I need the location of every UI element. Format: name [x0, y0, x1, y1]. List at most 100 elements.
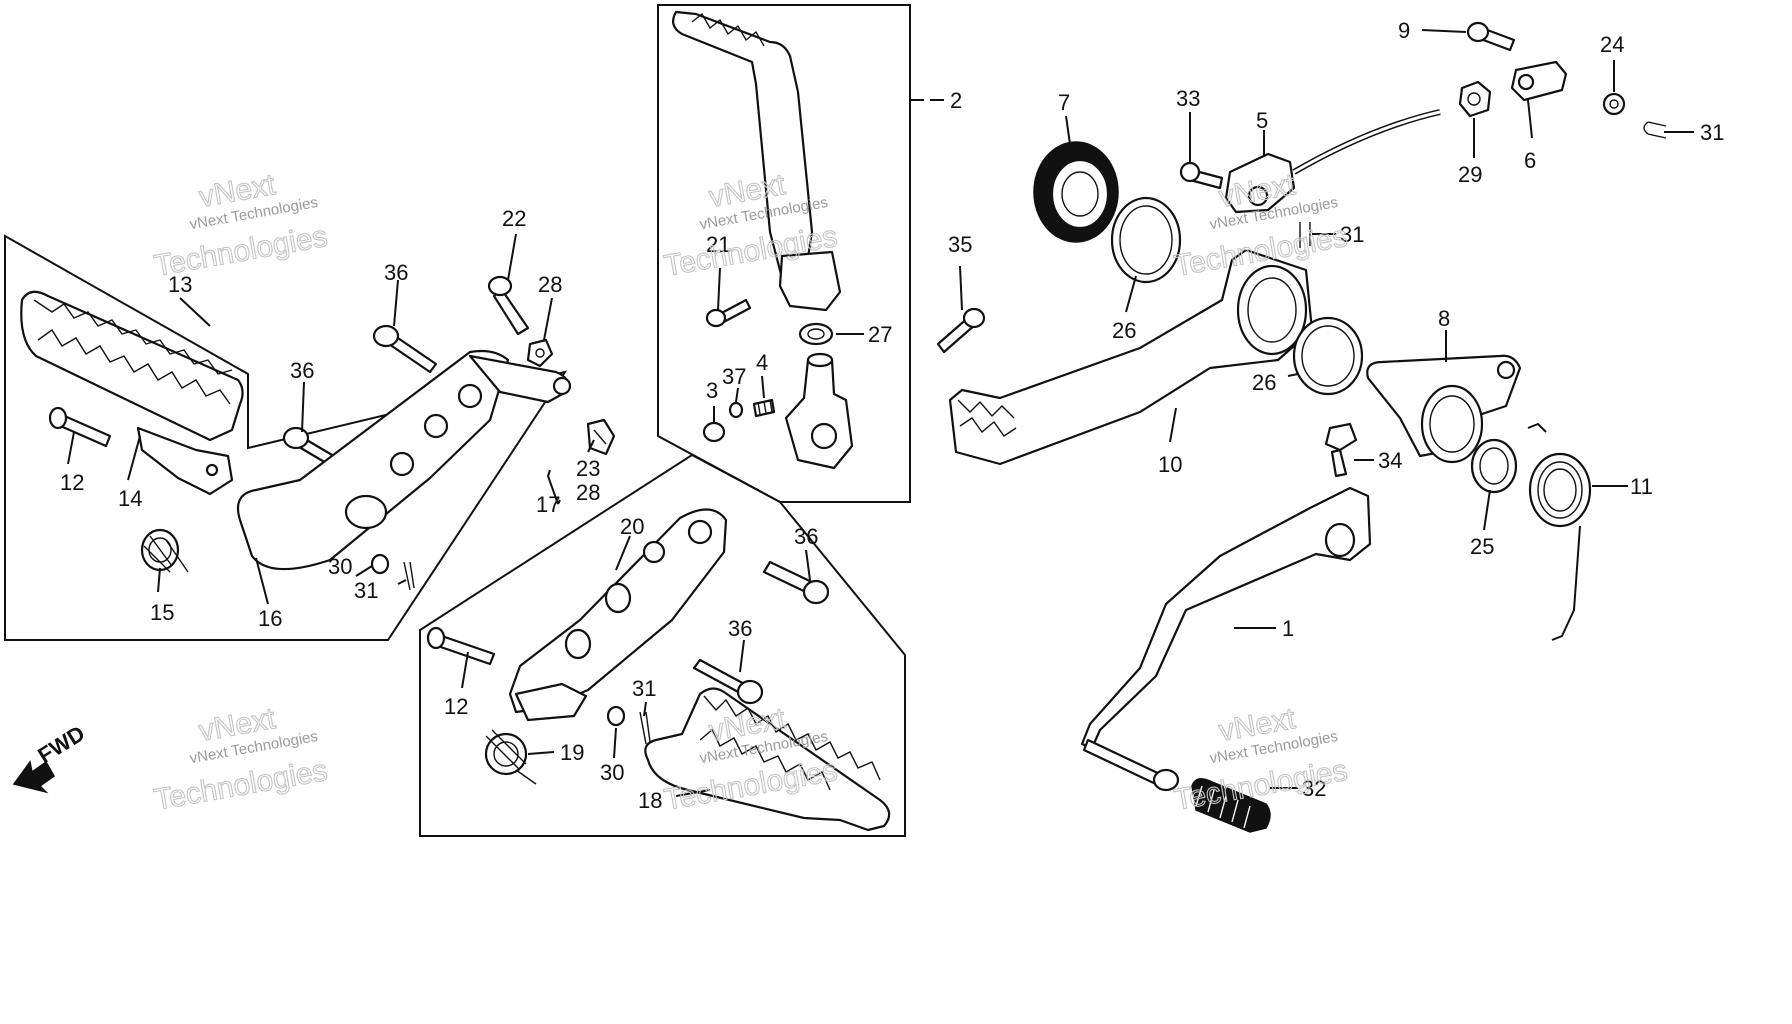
- callout-8: 8: [1438, 306, 1450, 331]
- spring-11: [1527, 422, 1592, 641]
- washer-27: [798, 322, 834, 346]
- bolt-35: [936, 307, 986, 354]
- svg-text:Technologies: Technologies: [152, 754, 330, 817]
- bolt-36-upper: [372, 324, 438, 374]
- callout-15: 15: [150, 600, 174, 625]
- callout-24: 24: [1600, 32, 1624, 57]
- oring-26-lower: [1292, 316, 1364, 396]
- callout-32: 32: [1302, 776, 1326, 801]
- seal-7: [1033, 141, 1119, 243]
- bolt-9: [1466, 21, 1516, 52]
- callout-34: 34: [1378, 448, 1402, 473]
- bolt-34: [1324, 422, 1358, 478]
- washer-3: [702, 421, 726, 443]
- callout-10: 10: [1158, 452, 1182, 477]
- spring-15: [140, 528, 189, 573]
- callout-23: 23: [576, 456, 600, 481]
- callout-36-upper: 36: [384, 260, 408, 285]
- callout-1: 1: [1282, 616, 1294, 641]
- shift-lever-1: [1080, 486, 1372, 792]
- callout-16: 16: [258, 606, 282, 631]
- callout-36-right-upper: 36: [794, 524, 818, 549]
- callout-11: 11: [1630, 474, 1653, 499]
- callout-5: 5: [1256, 108, 1268, 133]
- right-footpeg-group-frame: [419, 453, 906, 837]
- callout-31-mid: 31: [1340, 222, 1364, 247]
- washer-25: [1470, 438, 1518, 494]
- callout-4: 4: [756, 350, 768, 375]
- callout-28-lower: 28: [576, 480, 600, 505]
- step-bracket-20: [508, 508, 728, 722]
- fwd-arrow-icon: FWD: [12, 720, 89, 794]
- footpeg-bracket-14: [136, 426, 234, 496]
- cotter-31-mid: [1299, 222, 1311, 248]
- pin-12-left: [48, 406, 112, 448]
- callout-31-right: 31: [632, 676, 656, 701]
- callout-36-lower: 36: [290, 358, 314, 383]
- nut-29: [1458, 80, 1492, 118]
- nut-28-left: [526, 338, 554, 368]
- bolt-22: [487, 275, 530, 336]
- cotter-31-top: [1643, 121, 1667, 139]
- callout-17: 17: [536, 492, 560, 517]
- callout-30-right: 30: [600, 760, 624, 785]
- callout-35: 35: [948, 232, 972, 257]
- leader-lines: [67, 29, 1694, 797]
- callout-26-upper: 26: [1112, 318, 1136, 343]
- callout-25: 25: [1470, 534, 1494, 559]
- callout-33: 33: [1176, 86, 1200, 111]
- callout-12-right: 12: [444, 694, 468, 719]
- callout-36-right-lower: 36: [728, 616, 752, 641]
- bolt-36-right-upper: [762, 560, 830, 605]
- spring-19: [484, 729, 537, 785]
- fwd-label: FWD: [33, 720, 89, 768]
- washer-30-right: [606, 705, 626, 727]
- callout-14: 14: [118, 486, 142, 511]
- watermark: vNext vNext Technologies Technologies: [151, 168, 330, 284]
- callout-3: 3: [706, 378, 718, 403]
- callout-9: 9: [1398, 18, 1410, 43]
- footpeg-13: [20, 290, 244, 442]
- left-footpeg-group-frame: [4, 234, 568, 641]
- callout-31-top: 31: [1700, 120, 1724, 145]
- washer-30-left: [370, 553, 390, 575]
- callout-20: 20: [620, 514, 644, 539]
- oring-26-upper: [1110, 196, 1182, 284]
- callout-18: 18: [638, 788, 662, 813]
- washer-24: [1602, 92, 1626, 116]
- bolt-36-right-lower: [692, 658, 764, 705]
- arm-8: [1366, 354, 1522, 464]
- callout-26-lower: 26: [1252, 370, 1276, 395]
- step-bracket-16: [236, 349, 572, 571]
- callout-21: 21: [706, 232, 730, 257]
- kick-arm-2: [671, 10, 842, 312]
- callout-19: 19: [560, 740, 584, 765]
- footpeg-18: [644, 687, 891, 832]
- rod-joint-5: [1224, 109, 1441, 214]
- callout-2: 2: [950, 88, 962, 113]
- spring-4-small: [752, 398, 776, 418]
- callout-30-left: 30: [328, 554, 352, 579]
- cotter-31-left: [403, 561, 415, 591]
- pin-12-right: [426, 626, 496, 666]
- rubber-32: [1191, 778, 1271, 833]
- watermark: vNext vNext Technologies Technologies: [151, 702, 330, 818]
- callout-13: 13: [168, 272, 192, 297]
- kick-starter-group-frame: [657, 4, 911, 503]
- svg-text:Technologies: Technologies: [152, 220, 330, 283]
- callout-labels: 1 2 3 4 5 6 7 8 9 10 11 12 12 13 14 15 1…: [60, 18, 1724, 813]
- cotter-31-right: [639, 711, 651, 745]
- clip-23: [586, 418, 616, 456]
- callout-29: 29: [1458, 162, 1482, 187]
- spring-pin-37: [728, 401, 744, 419]
- bolt-33: [1179, 161, 1224, 190]
- callout-37: 37: [722, 364, 746, 389]
- callout-31-left: 31: [354, 578, 378, 603]
- callout-27: 27: [868, 322, 892, 347]
- shaft-4: [784, 352, 854, 470]
- brake-pedal-10: [948, 248, 1314, 466]
- callout-12-left: 12: [60, 470, 84, 495]
- callout-22: 22: [502, 206, 526, 231]
- callout-28-upper: 28: [538, 272, 562, 297]
